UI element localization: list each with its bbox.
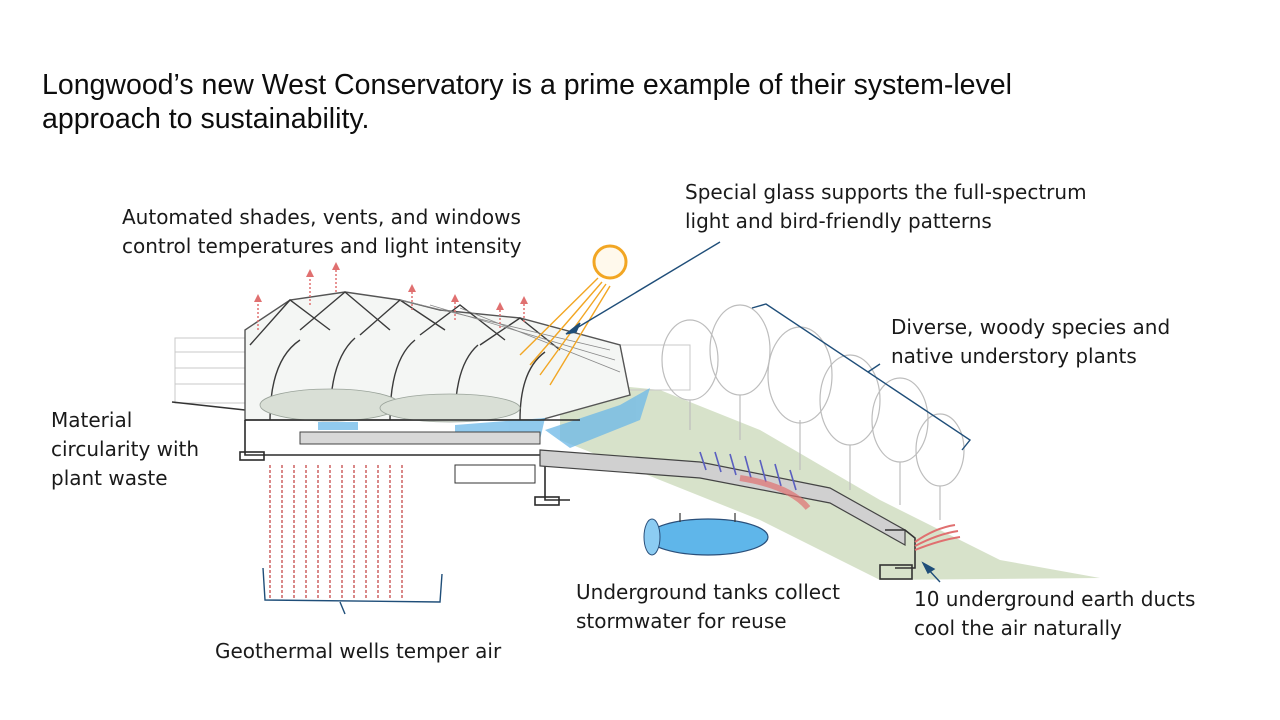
sun-icon	[519, 244, 628, 386]
earth-duct	[539, 449, 916, 580]
slide-title-line-1: Longwood’s new West Conservatory is a pr…	[42, 69, 1012, 101]
vent-arrow-heads	[254, 262, 528, 310]
leader-lines	[262, 241, 972, 615]
slide-title-line-2: approach to sustainability.	[42, 103, 370, 135]
callout-underground-tanks: Underground tanks collect stormwater for…	[576, 578, 840, 636]
callout-automated-shades-line-1: Automated shades, vents, and windows	[122, 205, 521, 229]
callout-diverse-species: Diverse, woody species and native unders…	[891, 313, 1170, 371]
callout-automated-shades-line-2: control temperatures and light intensity	[122, 234, 522, 258]
stormwater-tank	[643, 513, 769, 556]
callout-material-circularity-line-2: circularity with	[51, 437, 200, 461]
callout-material-circularity: Material circularity with plant waste	[51, 406, 199, 493]
callout-geothermal: Geothermal wells temper air	[215, 637, 501, 666]
callout-geothermal-line-1: Geothermal wells temper air	[215, 639, 502, 663]
callout-special-glass-line-2: light and bird-friendly patterns	[685, 209, 992, 233]
cooling-arrows	[699, 451, 797, 491]
callout-earth-ducts: 10 underground earth ducts cool the air …	[914, 585, 1195, 643]
callout-material-circularity-line-3: plant waste	[51, 466, 168, 490]
callout-special-glass-line-1: Special glass supports the full-spectrum	[685, 180, 1087, 204]
landscape-slope	[560, 380, 1100, 580]
intake-air-flow	[914, 524, 961, 551]
callout-material-circularity-line-1: Material	[51, 408, 133, 432]
vent-air-arrows	[257, 268, 525, 330]
trees	[661, 304, 965, 520]
callout-special-glass: Special glass supports the full-spectrum…	[685, 178, 1087, 236]
callout-automated-shades: Automated shades, vents, and windows con…	[122, 203, 522, 261]
ground-line	[171, 401, 246, 411]
callout-underground-tanks-line-1: Underground tanks collect	[576, 580, 840, 604]
building-section	[239, 419, 580, 506]
callout-diverse-species-line-1: Diverse, woody species and	[891, 315, 1171, 339]
callout-earth-ducts-line-2: cool the air naturally	[914, 616, 1122, 640]
duct-warm-air	[739, 475, 811, 511]
greenhouse	[244, 291, 631, 423]
slide-title: Longwood’s new West Conservatory is a pr…	[42, 68, 1142, 136]
callout-underground-tanks-line-2: stormwater for reuse	[576, 609, 787, 633]
callout-earth-ducts-line-1: 10 underground earth ducts	[914, 587, 1196, 611]
geothermal-wells	[269, 465, 403, 598]
callout-diverse-species-line-2: native understory plants	[891, 344, 1137, 368]
